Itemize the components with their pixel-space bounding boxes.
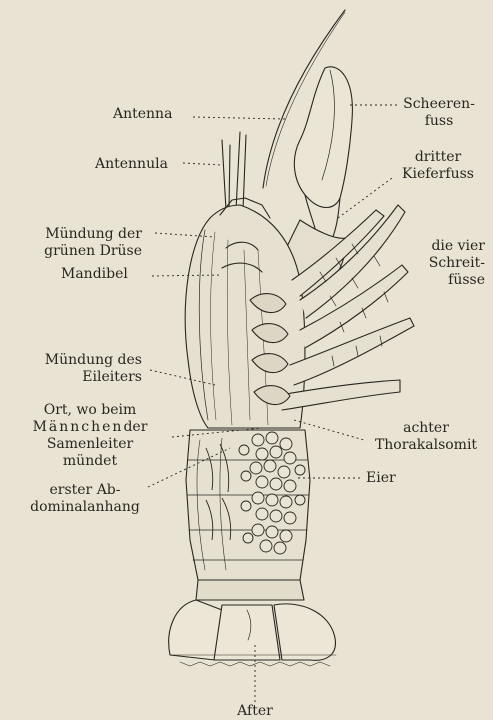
antennula-left	[222, 140, 226, 210]
leader-antenna	[193, 117, 285, 119]
leader-kieferfuss	[338, 178, 392, 218]
tail-fan-right	[274, 604, 335, 660]
leader-antennula	[183, 163, 222, 165]
label-thorakalsomit: achter Thorakalsomit	[364, 420, 488, 454]
tail-fan-center	[214, 605, 280, 660]
label-antennula: Antennula	[95, 156, 168, 173]
label-mandibel: Mandibel	[61, 266, 128, 283]
label-abdominalanhang: erster Ab- dominalanhang	[20, 482, 150, 516]
tail-fan-left	[169, 600, 222, 660]
label-samenleiter: Ort, wo beim Männchender Samenleiter mün…	[10, 402, 170, 470]
label-after: After	[205, 703, 305, 720]
label-schreitfuesse: die vier Schreit- füsse	[429, 238, 485, 289]
label-gruene-druese: Mündung der grünen Drüse	[44, 226, 142, 260]
claw	[294, 67, 352, 208]
label-kieferfuss: dritter Kieferfuss	[386, 149, 490, 183]
label-eier: Eier	[366, 470, 396, 487]
label-antenna: Antenna	[113, 106, 172, 123]
label-eileiter: Mündung des Eileiters	[45, 352, 142, 386]
label-scheerenfuss: Scheeren- fuss	[396, 96, 482, 130]
